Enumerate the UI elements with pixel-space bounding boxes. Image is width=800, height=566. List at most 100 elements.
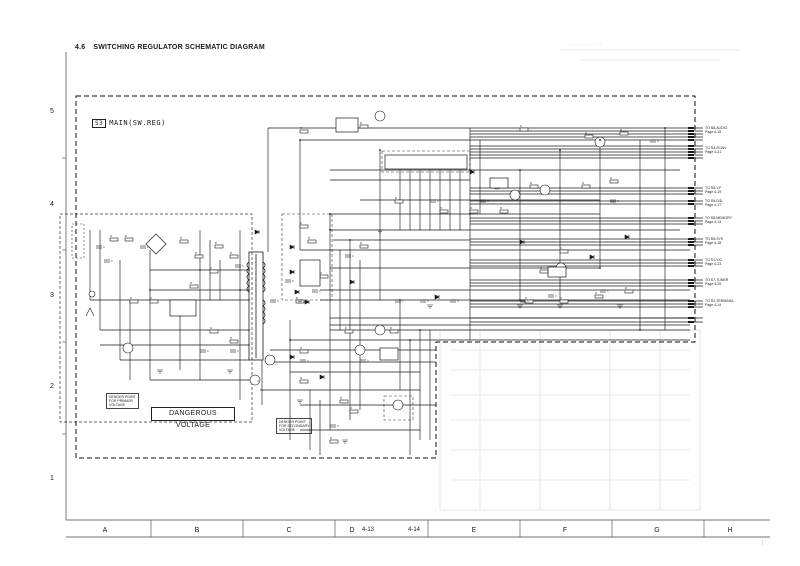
column-label-e: E xyxy=(471,527,477,534)
part-label: R xyxy=(230,251,232,255)
column-label-a: A xyxy=(102,527,108,534)
connector-pin xyxy=(688,130,694,132)
resistor xyxy=(189,284,199,289)
part-label: C xyxy=(147,245,149,249)
resistor xyxy=(584,134,594,139)
resistor xyxy=(149,299,159,304)
diode xyxy=(519,239,525,245)
diode xyxy=(294,289,300,295)
connector-pin xyxy=(688,285,694,287)
junction-dot xyxy=(329,213,331,215)
row-number-5: 5 xyxy=(50,108,54,115)
part-label: C xyxy=(617,199,619,203)
part-label: R xyxy=(520,124,522,128)
row-number-4: 4 xyxy=(50,201,54,208)
ground-symbol xyxy=(557,304,563,309)
part-label: R xyxy=(540,266,542,270)
part-label: R xyxy=(620,128,622,132)
corner-mark: ⋮ xyxy=(760,540,765,546)
diode xyxy=(624,234,630,240)
diode xyxy=(289,354,295,360)
diode xyxy=(289,269,295,275)
connector-pin xyxy=(688,244,694,246)
transistor xyxy=(594,136,606,148)
connector-pin xyxy=(688,306,694,308)
part-label: C xyxy=(352,254,354,258)
connector-pin xyxy=(688,151,694,153)
part-label: R xyxy=(150,296,152,300)
transistor xyxy=(539,184,551,196)
bleed-through-text: · · · · · · · · · · · · xyxy=(566,42,602,48)
resistor xyxy=(559,299,569,304)
connector-pin xyxy=(688,241,694,243)
junction-dot xyxy=(519,169,521,171)
transistor xyxy=(354,344,366,356)
junction-dot xyxy=(639,329,641,331)
resistor xyxy=(229,254,239,259)
connector-pin xyxy=(688,220,694,222)
part-label: R xyxy=(360,241,362,245)
connector-pin xyxy=(688,303,694,305)
connector-pin xyxy=(688,282,694,284)
resistor xyxy=(344,329,354,334)
part-label: R xyxy=(360,121,362,125)
ground-symbol xyxy=(377,229,383,234)
part-label: C xyxy=(277,299,279,303)
connector-pin xyxy=(688,157,694,159)
connector-pin xyxy=(688,193,694,195)
resistor xyxy=(129,299,139,304)
resistor xyxy=(594,294,604,299)
junction-dot xyxy=(289,339,291,341)
junction-dot xyxy=(399,299,401,301)
diode xyxy=(349,279,355,285)
connector-pin xyxy=(688,259,694,261)
part-label: C xyxy=(307,359,309,363)
junction-dot xyxy=(559,149,561,151)
resistor xyxy=(299,379,309,384)
ground-symbol xyxy=(297,399,303,404)
ground-symbol xyxy=(297,299,303,304)
connector-pin xyxy=(688,217,694,219)
resistor xyxy=(194,254,204,259)
column-label-d: D xyxy=(349,527,355,534)
junction-dot xyxy=(149,289,151,291)
resistor xyxy=(307,239,317,244)
connector-pin xyxy=(688,262,694,264)
diode xyxy=(254,229,260,235)
connector-pin xyxy=(688,133,694,135)
resistor xyxy=(214,244,224,249)
resistor xyxy=(389,329,399,334)
part-label: R xyxy=(530,181,532,185)
dangerous-voltage-label: DANGEROUS VOLTAGE xyxy=(151,407,235,429)
diode xyxy=(319,374,325,380)
part-label: C xyxy=(207,349,209,353)
part-label: C xyxy=(242,264,244,268)
part-label: R xyxy=(110,234,112,238)
transistor xyxy=(374,110,386,122)
resistor xyxy=(539,269,549,274)
resistor xyxy=(581,184,591,189)
junction-dot xyxy=(239,289,241,291)
resistor xyxy=(299,129,309,134)
connector-pin xyxy=(688,145,694,147)
part-label: R xyxy=(585,131,587,135)
connector-pin xyxy=(688,203,694,205)
connector-pin xyxy=(688,317,694,319)
ground-symbol xyxy=(617,304,623,309)
connector-pin xyxy=(688,321,694,323)
part-label: R xyxy=(345,326,347,330)
column-label-h: H xyxy=(727,527,733,534)
connector-pin xyxy=(688,139,694,141)
transistor xyxy=(509,189,521,201)
resistor xyxy=(529,184,539,189)
junction-dot xyxy=(379,149,381,151)
